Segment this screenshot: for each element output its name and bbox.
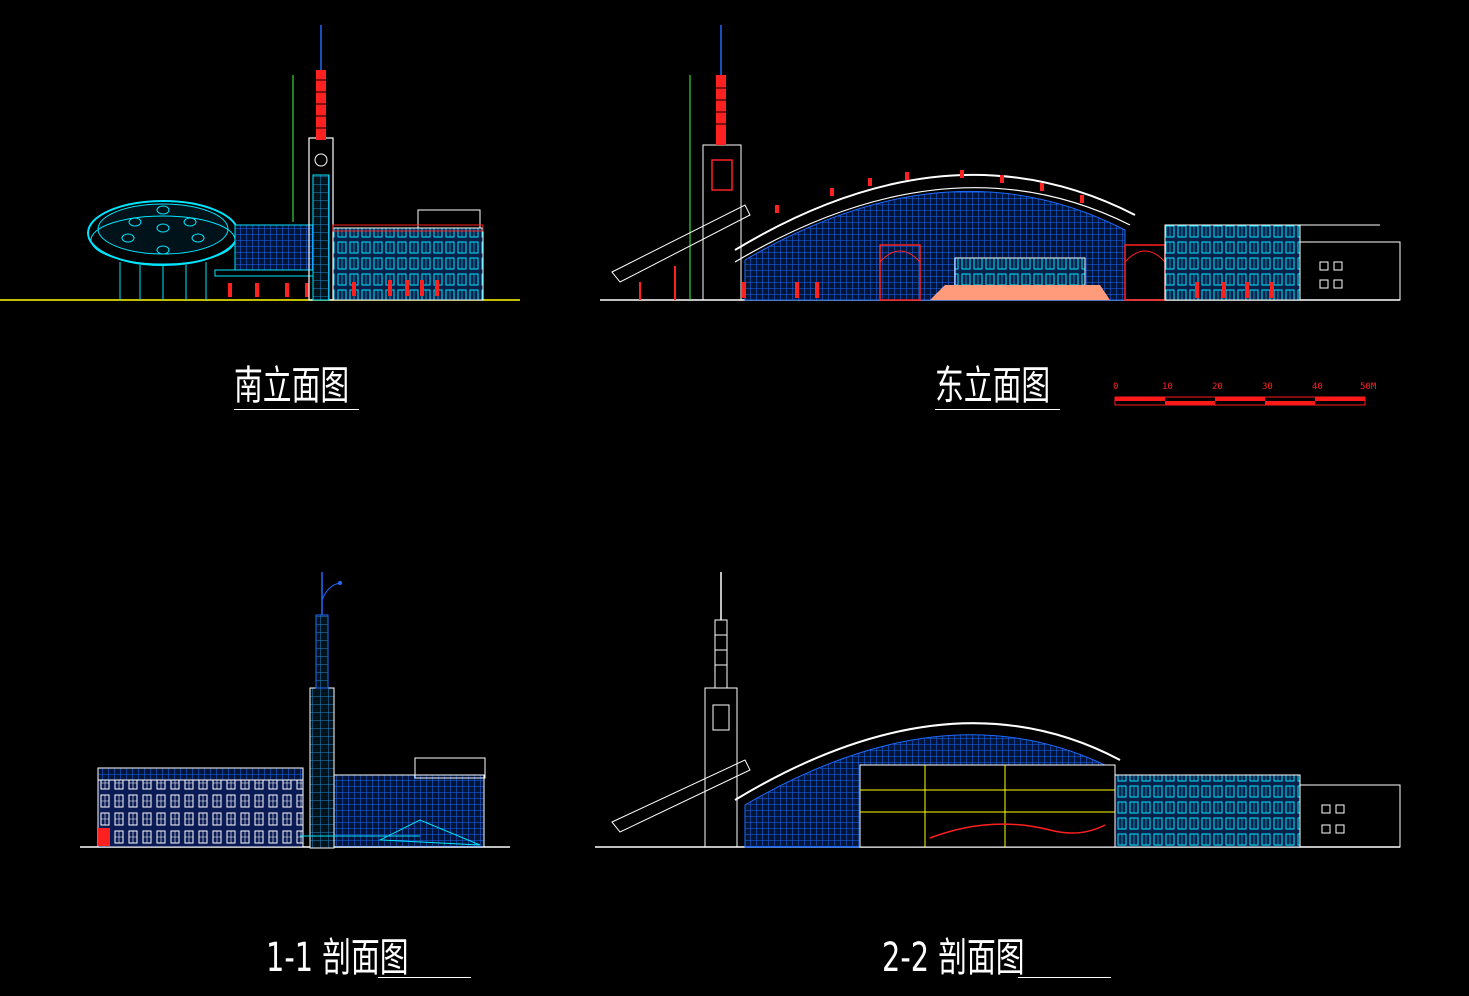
title-south-elevation: 南立面图 xyxy=(234,363,350,409)
title-underline xyxy=(378,977,471,978)
title-underline xyxy=(935,409,1060,410)
title-section-2-2: 2-2 剖面图 xyxy=(882,935,1025,981)
section-2-2-drawing xyxy=(595,572,1401,848)
title-underline xyxy=(1018,977,1111,978)
scale-label: 20 xyxy=(1212,382,1223,392)
section-1-1-drawing xyxy=(80,572,510,849)
title-section-1-1: 1-1 剖面图 xyxy=(266,935,409,981)
scale-label: 30 xyxy=(1262,382,1273,392)
east-elevation-drawing xyxy=(600,25,1401,301)
title-underline xyxy=(234,409,359,410)
scale-bar xyxy=(1114,396,1366,406)
scale-label: 50M xyxy=(1360,382,1377,392)
scale-label: 10 xyxy=(1162,382,1173,392)
scale-label: 0 xyxy=(1113,382,1119,392)
south-elevation-drawing xyxy=(0,25,520,301)
scale-label: 40 xyxy=(1312,382,1323,392)
title-east-elevation: 东立面图 xyxy=(935,363,1051,409)
